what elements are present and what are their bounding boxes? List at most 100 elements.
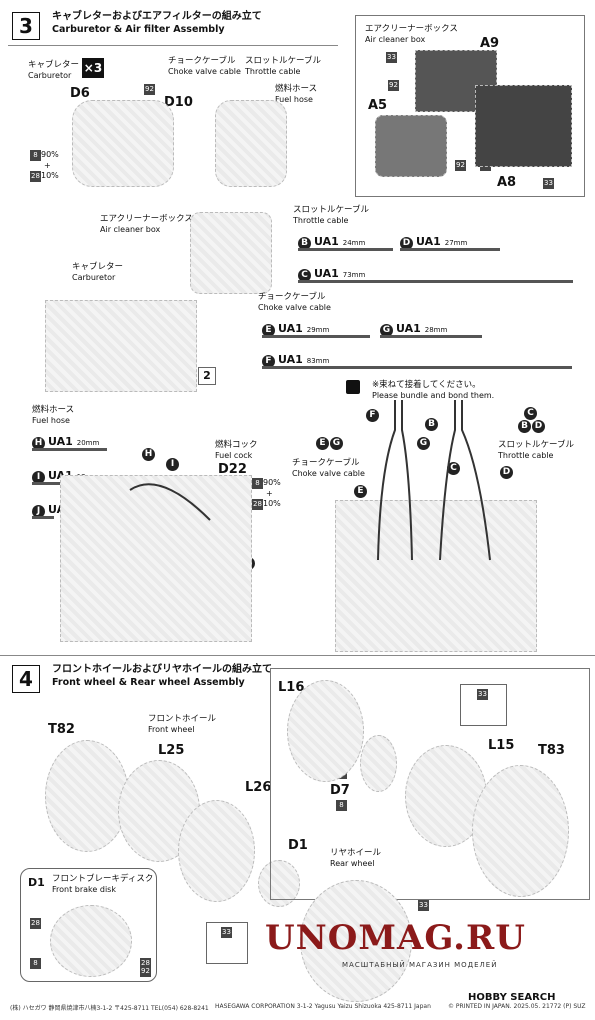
step4-title-jp: フロントホイールおよびリヤホイールの組み立て [52,664,272,675]
air-cleaner-frame [355,15,585,197]
watermark-sub: МАСШТАБНЫЙ МАГАЗИН МОДЕЛЕЙ [342,961,498,969]
disk-part-id: D1 [28,876,45,889]
air-cleaner-a5-drawing [375,115,447,177]
bundle-note-en: Please bundle and bond them. [372,391,495,400]
paint-92-b: 92 [388,80,399,91]
fuel2-jp: 燃料ホース [32,405,75,415]
label-c: C [447,462,460,475]
cable-j-length-bar [32,516,54,519]
part-l26: L26 [245,780,272,795]
air-cleaner-box-drawing [190,212,272,294]
engine-drawing-2 [60,475,252,642]
watermark-logo: UNOMAG.RU [265,918,526,958]
rear-wheel-en: Rear wheel [330,859,375,868]
cable-c-length-bar [298,280,573,283]
part-a5: A5 [368,98,388,113]
cable-e-length-bar [262,335,370,338]
carburetor-cable-drawing [215,100,287,187]
part-d7: D7 [330,783,350,798]
part-d1: D1 [288,838,308,853]
carb-subassembly-frame [8,45,338,196]
part-l25: L25 [158,743,185,758]
step3-title-jp: キャブレターおよびエアフィルターの組み立て [52,11,262,22]
rear-hub-d7-drawing [360,735,397,792]
part-d22: D22 [218,462,247,477]
part-d6: D6 [70,86,90,101]
label-i: I [166,458,179,471]
disk-paint-92: 92 [140,966,151,977]
air-cleaner-a8-drawing [475,85,572,167]
part-t83: T83 [538,743,565,758]
carb-label-en: Carburetor [28,71,72,80]
rear-wheel-l16-drawing [287,680,364,782]
choke2-en: Choke valve cable [258,303,331,312]
rear-wheel-assembled-drawing [300,880,412,1002]
throttle3-en: Throttle cable [498,451,554,460]
fuel-hose-jp: 燃料ホース [275,84,318,94]
engine-drawing-3 [335,500,537,652]
fuel2-en: Fuel hose [32,416,70,425]
cable-i-length-bar [32,482,76,485]
brake-disk-jp: フロントブレーキディスク [52,874,154,884]
paint-33-b: 33 [543,178,554,189]
label-c3: C [524,407,537,420]
front-wheel-jp: フロントホイール [148,714,217,724]
ref-step-2: 2 [198,367,216,385]
label-d: D [500,466,513,479]
hobby-search-logo: HOBBY SEARCH [468,992,556,1003]
carburetor-drawing [72,100,174,187]
cable-f-length-bar [262,366,572,369]
throttle-cable-en: Throttle cable [245,67,301,76]
label-d3: D [532,420,545,433]
part-d10: D10 [164,95,193,110]
cable-d-length-bar [400,248,500,251]
disk-paint-28-a: 28 [30,918,41,929]
fuel-hose-en: Fuel hose [275,95,313,104]
part-l16: L16 [278,680,305,695]
front-wheel-l26-drawing [178,800,255,902]
bond-icon [346,380,360,394]
choke3-jp: チョークケーブル [292,458,360,468]
rear-wheel-jp: リヤホイール [330,848,382,858]
brake-disk-drawing [50,905,132,977]
footer-jp-address: (株) ハセガワ 静岡県焼津市八楠3-1-2 〒425-8711 TEL(054… [10,1005,209,1012]
step-number-4: 4 [12,665,40,693]
label-h: H [142,448,155,461]
choke-cable-en: Choke valve cable [168,67,241,76]
cable-h-length-bar [32,448,107,451]
label-f: F [366,409,379,422]
disk-paint-8: 8 [30,958,41,969]
step4-title-en: Front wheel & Rear wheel Assembly [52,677,245,688]
part-l15: L15 [488,738,515,753]
label-g2: G [417,437,430,450]
bundle-note-jp: ※束ねて接着してください。 [372,380,481,390]
rear-tire-t83-drawing [472,765,569,897]
cable-g-length-bar [380,335,482,338]
label-b: B [425,418,438,431]
brake-disk-frame [20,868,157,982]
air-cleaner2-en: Air cleaner box [100,225,161,234]
disk-paint-28-b: 28 [140,958,151,969]
paint-33-box-front: 33 [206,922,248,964]
carb2-jp: キャブレター [72,262,124,272]
choke2-jp: チョークケーブル [258,292,326,302]
label-g: G [330,437,343,450]
paint-8-b: 8 [336,800,347,811]
footer-printed: © PRINTED IN JAPAN. 2025.05. 21772 (P) S… [448,1003,586,1010]
cable-b-length-bar [298,248,393,251]
paint-33-box-rear: 33 [460,684,507,726]
air-cleaner-en: Air cleaner box [365,35,426,44]
carb2-en: Carburetor [72,273,116,282]
paint-33-a: 33 [386,52,397,63]
fuel-cock-en: Fuel cock [215,451,253,460]
step-number-3: 3 [12,12,40,40]
